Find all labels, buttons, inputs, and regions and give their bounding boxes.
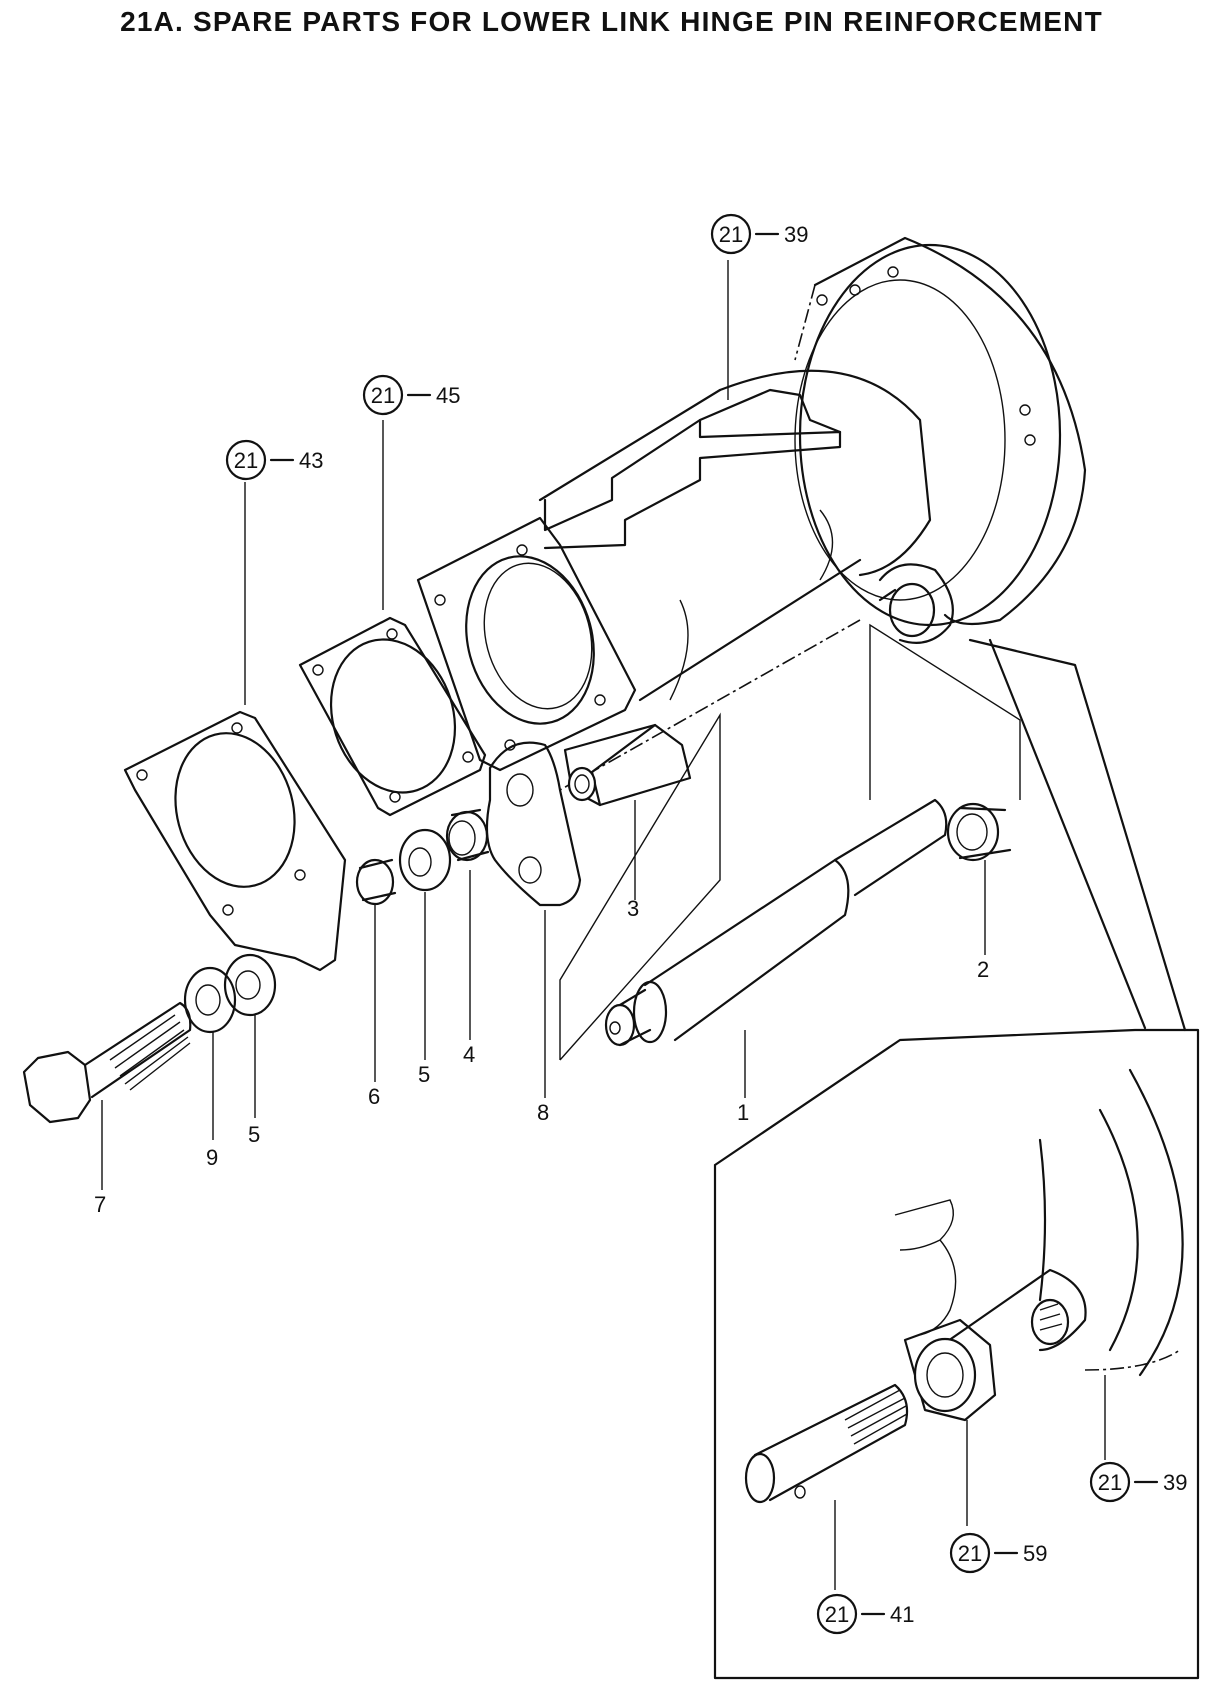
bushings-washers (355, 808, 490, 906)
callout-21-45: 21 45 (362, 374, 460, 416)
callout-21-59: 21 59 (949, 1532, 1047, 1574)
detail-inset (713, 638, 1200, 1680)
callout-21-39-detail: 21 39 (1089, 1461, 1187, 1503)
hinge-pin-1 (604, 798, 948, 1047)
label-part-1: 1 (737, 1100, 749, 1125)
bracket-3 (559, 712, 721, 1061)
label-part-6: 6 (368, 1084, 380, 1109)
reinforcement-plate-21-43 (123, 710, 347, 972)
svg-text:21: 21 (1098, 1470, 1122, 1495)
bushing-2 (946, 802, 1012, 862)
label-part-2: 2 (977, 957, 989, 982)
svg-text:21: 21 (825, 1602, 849, 1627)
svg-text:39: 39 (784, 222, 808, 247)
svg-text:21: 21 (719, 222, 743, 247)
svg-text:21: 21 (958, 1541, 982, 1566)
svg-text:45: 45 (436, 383, 460, 408)
label-part-3: 3 (627, 896, 639, 921)
label-part-8: 8 (537, 1100, 549, 1125)
label-part-9: 9 (206, 1145, 218, 1170)
lock-washer-9 (183, 966, 237, 1034)
link-lever-8 (485, 741, 582, 907)
svg-text:39: 39 (1163, 1470, 1187, 1495)
page-title: 21A. SPARE PARTS FOR LOWER LINK HINGE PI… (120, 6, 1103, 37)
label-part-4: 4 (463, 1042, 475, 1067)
label-part-5-upper: 5 (418, 1062, 430, 1087)
leader-lines (101, 260, 1106, 1590)
callout-21-39-top: 21 39 (710, 213, 808, 255)
hex-coupling-3 (563, 723, 692, 807)
callout-21-43: 21 43 (225, 439, 323, 481)
svg-text:59: 59 (1023, 1541, 1047, 1566)
front-flange (416, 516, 637, 772)
bracket-2 (869, 623, 1021, 800)
callout-21-41: 21 41 (816, 1593, 914, 1635)
bolt-7 (22, 1001, 192, 1124)
svg-text:43: 43 (299, 448, 323, 473)
label-part-7: 7 (94, 1192, 106, 1217)
svg-text:41: 41 (890, 1602, 914, 1627)
svg-text:21: 21 (234, 448, 258, 473)
label-part-5-lower: 5 (248, 1122, 260, 1147)
washer-5 (223, 953, 277, 1017)
housing-assembly (538, 236, 1087, 702)
gasket-21-45 (298, 616, 487, 817)
svg-text:21: 21 (371, 383, 395, 408)
